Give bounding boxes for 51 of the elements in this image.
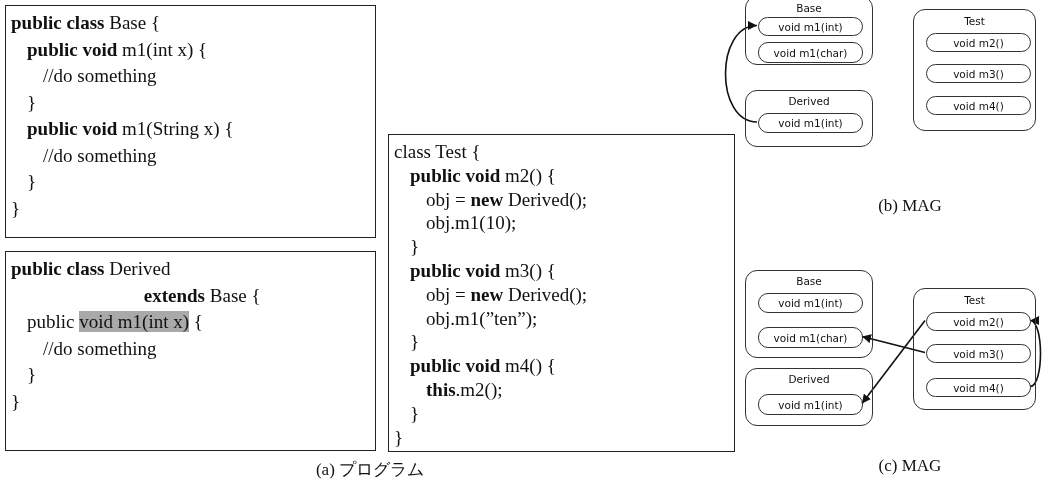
code-line: this.m2();: [426, 379, 503, 401]
code-line: extends Base {: [143, 284, 261, 307]
code-line: }: [27, 364, 37, 386]
method-pill: void m1(char): [758, 42, 863, 63]
code-line: obj.m1(10);: [426, 212, 517, 235]
call-arrow: [724, 22, 758, 123]
class-name: Test: [963, 15, 986, 27]
code-line: public class Base {: [11, 12, 160, 34]
code-line: }: [410, 331, 420, 354]
class-name: Base: [795, 275, 823, 287]
figure-caption: (c) MAG: [878, 456, 942, 476]
figure-caption: (a) プログラム: [315, 459, 425, 481]
code-line: public void m1(String x) {: [27, 118, 234, 140]
code-line: public void m3() {: [410, 260, 556, 282]
class-box: [913, 288, 1036, 410]
code-line: }: [11, 197, 21, 220]
code-line: }: [27, 91, 37, 114]
code-line: }: [410, 236, 420, 259]
class-box: [745, 270, 873, 358]
class-name: Base: [795, 2, 823, 14]
code-line: }: [11, 390, 21, 413]
class-box: [913, 9, 1036, 131]
code-box: [5, 251, 376, 451]
class-box: [745, 368, 873, 426]
code-line: public void m1(int x) {: [27, 311, 203, 333]
code-line: //do something: [43, 144, 157, 167]
code-box: [5, 5, 376, 238]
code-line: }: [394, 426, 404, 449]
class-name: Derived: [787, 95, 831, 107]
code-line: obj.m1(”ten”);: [426, 307, 538, 330]
code-line: //do something: [43, 65, 157, 87]
code-line: public void m1(int x) {: [27, 38, 208, 61]
code-line: class Test {: [394, 141, 481, 163]
class-name: Derived: [787, 373, 831, 385]
code-box: [388, 134, 735, 452]
figure-caption: (b) MAG: [878, 196, 942, 216]
code-line: public class Derived: [11, 258, 171, 280]
code-line: obj = new Derived();: [426, 283, 588, 306]
class-box: [745, 90, 873, 147]
method-pill: void m1(char): [758, 327, 863, 348]
code-line: obj = new Derived();: [426, 188, 588, 211]
method-pill: void m1(int): [758, 394, 863, 415]
call-arrow: [1029, 319, 1042, 388]
code-line: }: [27, 171, 37, 193]
code-line: //do something: [43, 337, 157, 360]
call-arrow: [861, 334, 926, 354]
code-line: public void m2() {: [410, 164, 556, 187]
class-name: Test: [963, 294, 986, 306]
code-line: public void m4() {: [410, 355, 556, 378]
call-arrow: [861, 319, 926, 405]
code-line: }: [410, 402, 420, 425]
